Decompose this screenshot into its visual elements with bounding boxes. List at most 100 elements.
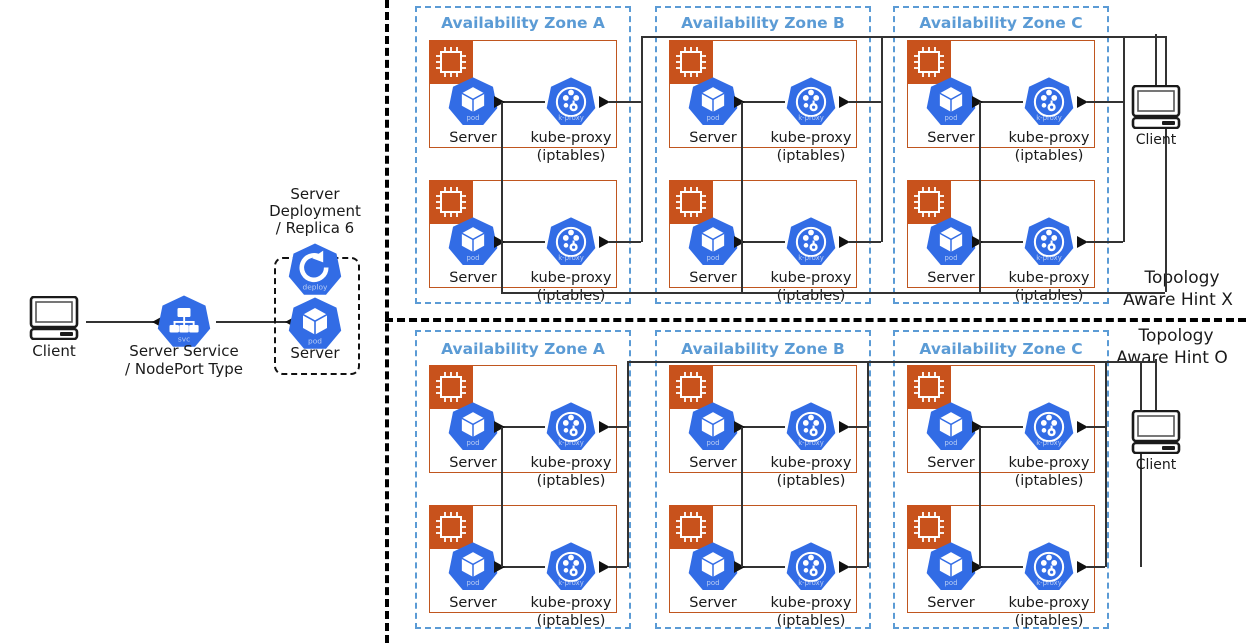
arrowhead-proxy-to-pod (494, 95, 505, 108)
wire-feed-row (609, 241, 641, 243)
service-label-line2: / NodePort Type (125, 360, 243, 378)
arrowhead-proxy-to-pod (972, 560, 983, 573)
zone-title: Availability Zone B (681, 14, 845, 32)
arrowhead-proxy-to-pod (972, 420, 983, 433)
k8s-kube-proxy-icon: k-proxy (785, 216, 837, 268)
cpu-chip-icon (669, 180, 713, 224)
svg-text:pod: pod (707, 579, 720, 587)
arrowhead-proxy-to-pod (494, 420, 505, 433)
k8s-kube-proxy-icon: k-proxy (545, 216, 597, 268)
zone-title: Availability Zone C (919, 340, 1083, 358)
availability-zone-0-0 (415, 6, 631, 304)
arrowhead-proxy-to-pod (972, 95, 983, 108)
wire-client-trunk (1140, 361, 1142, 567)
k8s-kube-proxy-icon: k-proxy (1023, 216, 1075, 268)
wire-feed-row (1087, 566, 1105, 568)
wire-feed-row (1087, 426, 1105, 428)
kube-proxy-label-line2: (iptables) (1014, 613, 1084, 629)
kube-proxy-label-line1: kube-proxy (530, 130, 612, 146)
wire-feed-row (849, 241, 881, 243)
client-label: Client (32, 342, 76, 360)
wire-feed-row (849, 426, 867, 428)
horizontal-divider (385, 318, 1246, 322)
kube-proxy-label-line2: (iptables) (1014, 288, 1084, 304)
wire-client-trunk (1165, 36, 1167, 292)
k8s-kube-proxy-icon: k-proxy (1023, 76, 1075, 128)
node-pod-label: Server (449, 270, 497, 286)
node-pod-label: Server (927, 455, 975, 471)
k8s-kube-proxy-icon: k-proxy (785, 401, 837, 453)
cpu-chip-icon (907, 40, 951, 84)
cpu-chip-icon (669, 40, 713, 84)
deployment-title-line2: Deployment (269, 202, 361, 220)
svg-text:pod: pod (945, 439, 958, 447)
kube-proxy-label-line2: (iptables) (536, 148, 606, 164)
kube-proxy-label-line1: kube-proxy (530, 270, 612, 286)
node-pod-label: Server (449, 595, 497, 611)
wire-feed-row (849, 566, 867, 568)
arrowhead-proxy-to-pod (494, 560, 505, 573)
kube-proxy-label-line2: (iptables) (536, 613, 606, 629)
k8s-kube-proxy-icon: k-proxy (1023, 401, 1075, 453)
deployment-title-line1: Server (290, 185, 340, 203)
cpu-chip-icon (429, 40, 473, 84)
wire-top-run (867, 361, 1140, 363)
wire-top-run (881, 36, 1165, 38)
k8s-pod-icon: pod (687, 216, 739, 268)
kube-proxy-label-line1: kube-proxy (770, 455, 852, 471)
k8s-pod-icon: pod (687, 76, 739, 128)
cpu-chip-icon (907, 180, 951, 224)
cpu-chip-icon (669, 505, 713, 549)
k8s-kube-proxy-icon: k-proxy (545, 76, 597, 128)
wire-feed-row (849, 101, 881, 103)
k8s-kube-proxy-icon: k-proxy (1023, 541, 1075, 593)
wire-client-elbow (1140, 361, 1156, 363)
node-pod-label: Server (689, 270, 737, 286)
wire-zone-riser (1123, 36, 1125, 242)
kube-proxy-label-line2: (iptables) (776, 613, 846, 629)
kube-proxy-label-line1: kube-proxy (1008, 130, 1090, 146)
kube-proxy-label-line1: kube-proxy (770, 270, 852, 286)
cpu-chip-icon (429, 365, 473, 409)
k8s-pod-icon-left: pod (287, 296, 343, 352)
svg-text:k-proxy: k-proxy (558, 254, 584, 262)
wire-proxy-to-pod (975, 426, 1023, 428)
wire-bottom-wrap (741, 292, 1165, 294)
wire-bottom-wrap (979, 292, 1165, 294)
svg-text:k-proxy: k-proxy (558, 439, 584, 447)
svg-text:k-proxy: k-proxy (1036, 114, 1062, 122)
kube-proxy-label-line1: kube-proxy (530, 595, 612, 611)
client-computer-icon (1130, 84, 1182, 130)
k8s-pod-icon: pod (687, 401, 739, 453)
kube-proxy-label-line2: (iptables) (1014, 473, 1084, 489)
svg-text:pod: pod (707, 114, 720, 122)
svg-text:k-proxy: k-proxy (798, 439, 824, 447)
wire-zone-riser (881, 36, 883, 242)
hint-x-label-line1: Topology (1144, 268, 1220, 288)
hint-o-label-line2: Aware Hint O (1116, 348, 1228, 368)
wire-client-drop (1155, 359, 1157, 410)
svg-text:k-proxy: k-proxy (798, 579, 824, 587)
wire-proxy-to-pod (737, 101, 785, 103)
wire-top-run (1123, 36, 1165, 38)
kube-proxy-label-line2: (iptables) (536, 288, 606, 304)
zone-title: Availability Zone A (441, 14, 605, 32)
k8s-pod-icon: pod (687, 541, 739, 593)
kube-proxy-label-line2: (iptables) (1014, 148, 1084, 164)
cpu-chip-icon (907, 505, 951, 549)
svg-text:k-proxy: k-proxy (798, 254, 824, 262)
wire-zone-internal-bus (979, 102, 981, 242)
pod-icon-caption: pod (308, 337, 322, 346)
svg-text:pod: pod (945, 254, 958, 262)
node-pod-label: Server (689, 595, 737, 611)
kube-proxy-label-line2: (iptables) (536, 473, 606, 489)
wire-zone-internal-bus (741, 427, 743, 567)
kube-proxy-label-line2: (iptables) (776, 473, 846, 489)
wire-proxy-to-pod (737, 241, 785, 243)
svc-icon-caption: svc (178, 335, 190, 344)
client-label: Client (1135, 132, 1177, 148)
k8s-deploy-icon: deploy (287, 242, 343, 298)
wire-proxy-to-pod (975, 241, 1023, 243)
deployment-pod-label: Server (290, 344, 340, 362)
